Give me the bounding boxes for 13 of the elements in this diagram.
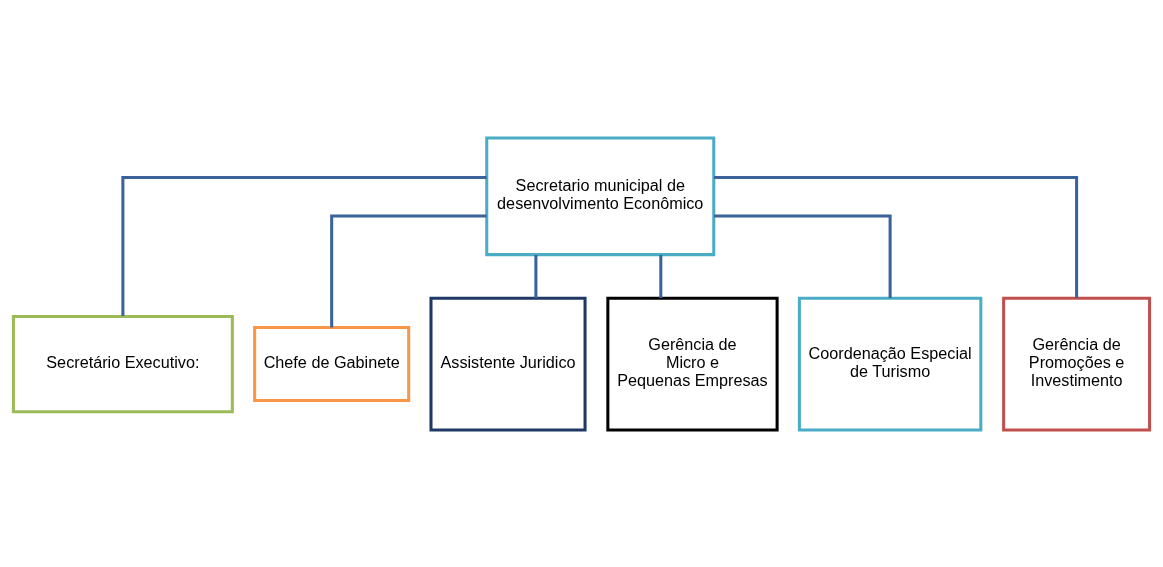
node-box: Secretario municipal de desenvolvimento Econômico	[485, 136, 716, 256]
node-box: Assistente Juridico	[429, 296, 587, 431]
connector	[714, 175, 1079, 298]
node-box: Gerência de Promoções e Investimento	[1002, 296, 1152, 431]
connector	[121, 175, 487, 316]
connector	[714, 214, 892, 298]
connector	[534, 254, 538, 298]
node-box: Coordenação Especial de Turismo	[797, 296, 983, 431]
connector	[659, 254, 663, 298]
connector	[330, 214, 487, 327]
node-box: Secretário Executivo:	[11, 314, 234, 413]
node-box: Chefe de Gabinete	[253, 325, 411, 402]
node-box: Gerência de Micro e Pequenas Empresas	[606, 296, 779, 431]
